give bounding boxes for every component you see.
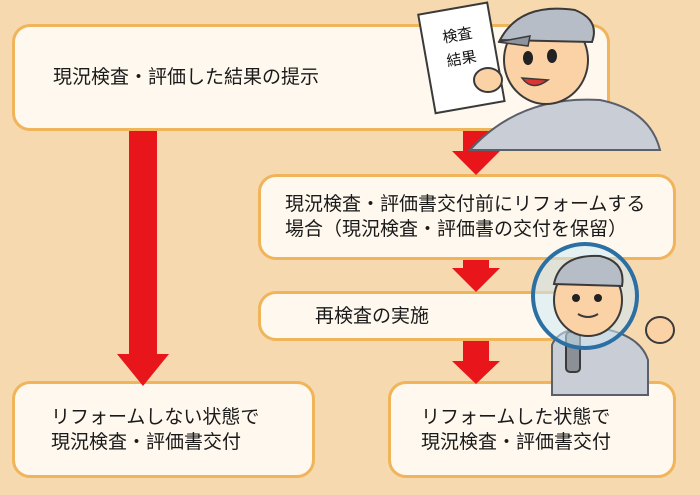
- arrow-to-after-reform: [452, 341, 500, 384]
- step-issue-without-reform: リフォームしない状態で 現況検査・評価書交付: [12, 381, 315, 478]
- arrow-left-long: [117, 131, 169, 386]
- inspector-with-magnifier-icon: [531, 242, 675, 396]
- step-present-results-text: 現況検査・評価した結果の提示: [53, 66, 320, 89]
- step-issue-after-reform-line2: 現況検査・評価書交付: [421, 430, 612, 453]
- step-reinspection-text: 再検査の実施: [315, 304, 430, 327]
- step-issue-after-reform-line1: リフォームした状態で: [421, 405, 611, 428]
- arrow-to-reinspection: [452, 260, 500, 292]
- step-reform-before-issue-line1: 現況検査・評価書交付前にリフォームする: [285, 193, 646, 216]
- step-reform-before-issue: 現況検査・評価書交付前にリフォームする 場合（現況検査・評価書の交付を保留）: [258, 174, 676, 260]
- step-issue-after-reform: リフォームした状態で 現況検査・評価書交付: [388, 381, 676, 478]
- step-issue-without-reform-line1: リフォームしない状態で: [51, 405, 260, 428]
- report-paper-line2: 結果: [445, 47, 478, 70]
- step-issue-without-reform-line2: 現況検査・評価書交付: [51, 430, 242, 453]
- report-paper-line1: 検査: [441, 24, 474, 47]
- step-reform-before-issue-line2: 場合（現況検査・評価書の交付を保留）: [285, 218, 628, 240]
- inspector-with-report-icon: 検査 結果: [417, 1, 662, 151]
